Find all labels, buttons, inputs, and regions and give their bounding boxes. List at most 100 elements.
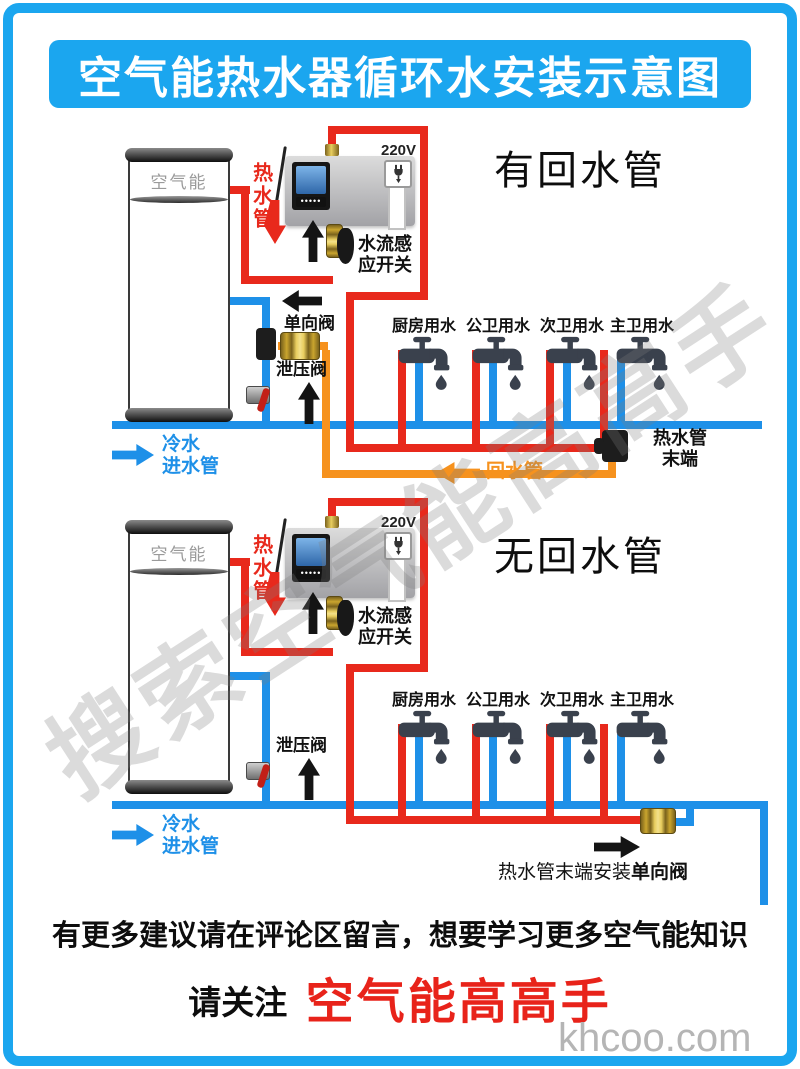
faucet-icon (543, 336, 601, 392)
flow-switch-label: 水流感 应开关 (358, 606, 412, 648)
faucet-icon (395, 336, 453, 392)
hot-pipe-label: 热水管 (249, 534, 272, 603)
antenna-icon (274, 518, 287, 580)
pipe-hot (222, 186, 250, 194)
return-flow-arrow-icon (436, 462, 480, 484)
poster-title: 空气能热水器循环水安装示意图 (78, 54, 722, 103)
pipe-cold-riser (563, 360, 571, 424)
pipe-cold (262, 672, 270, 809)
pipe-hot-riser (472, 350, 480, 450)
hot-end-fitting (602, 430, 628, 462)
controller-buttons: ••••• (296, 569, 326, 579)
pipe-hot-riser (546, 724, 554, 822)
pipe-hot (328, 126, 428, 134)
pipe-hot-manifold (346, 816, 642, 824)
pipe-cold-riser (617, 360, 625, 424)
controller-screen: ••••• (292, 162, 330, 210)
end-valve-note: 热水管末端安装单向阀 (498, 862, 689, 883)
pipe-cold-riser (415, 734, 423, 804)
relief-valve-label: 泄压阀 (276, 360, 327, 379)
pipe-fitting-icon (325, 144, 339, 156)
pipe-cold-riser (617, 734, 625, 804)
pipe-hot (420, 498, 428, 672)
left-arrow-icon (282, 290, 322, 312)
heat-pump-tank: 空气能 (125, 520, 233, 794)
faucet-icon (469, 336, 527, 392)
pipe-hot (241, 558, 249, 656)
pipe-hot (328, 132, 336, 150)
hot-end-fitting-nub (594, 438, 604, 454)
controller-screen: ••••• (292, 534, 330, 582)
faucet-icon (469, 710, 527, 766)
faucet-label: 公卫用水 (465, 318, 530, 335)
power-plug-box (384, 160, 412, 188)
power-plug-box (384, 532, 412, 560)
flow-switch-label: 水流感 应开关 (358, 234, 412, 276)
pipe-hot-riser (600, 724, 608, 822)
brand-name: 空气能高高手 (305, 976, 612, 1029)
pipe-cold-main (112, 801, 768, 809)
tank-label: 空气能 (150, 545, 208, 564)
power-label: 220V (381, 142, 417, 159)
power-label: 220V (381, 514, 417, 531)
pipe-hot (241, 648, 333, 656)
hot-pipe-label: 热水管 (249, 162, 272, 231)
relief-valve-label: 泄压阀 (276, 736, 327, 755)
pipe-cold-riser (563, 734, 571, 804)
faucet-label: 厨房用水 (391, 318, 456, 335)
controller-lcd (296, 538, 326, 566)
pipe-hot (346, 292, 354, 452)
pipe-tee-fitting (256, 328, 276, 360)
site-watermark: khcoo.com (558, 1016, 752, 1060)
antenna-icon (274, 146, 287, 208)
pipe-hot (420, 126, 428, 300)
right-arrow-icon (594, 836, 640, 858)
end-check-valve-icon (640, 808, 676, 834)
pipe-hot (328, 504, 336, 522)
tank-band (130, 568, 228, 575)
pipe-cold (262, 297, 270, 429)
controller-lcd (296, 166, 326, 194)
pipe-cold-riser (489, 360, 497, 424)
up-arrow-icon (298, 758, 320, 800)
tank-cap (125, 780, 233, 794)
pipe-hot (346, 664, 354, 824)
faucet-icon (543, 710, 601, 766)
check-valve-label: 单向阀 (284, 314, 335, 333)
faucet-label: 次卫用水 (539, 318, 604, 335)
tank-cap (125, 148, 233, 162)
pipe-hot-riser (472, 724, 480, 822)
controller-buttons: ••••• (296, 197, 326, 207)
cold-inlet-label: 冷水 进水管 (162, 434, 220, 478)
pipe-hot-riser (398, 350, 406, 450)
faucet-icon (613, 336, 671, 392)
faucet-icon (395, 710, 453, 766)
pipe-hot-riser (600, 350, 608, 450)
tank-cap (125, 408, 233, 422)
cold-inlet-label: 冷水 进水管 (162, 814, 220, 858)
flow-sensor-bulb (337, 228, 354, 264)
pipe-return (608, 458, 616, 476)
cold-flow-arrow-icon (112, 824, 154, 846)
tank-label: 空气能 (150, 173, 208, 192)
pipe-fitting-icon (325, 516, 339, 528)
pipe-cold-main (112, 421, 762, 429)
pipe-cold (760, 801, 768, 905)
heat-pump-tank: 空气能 (125, 148, 233, 422)
flow-sensor-bulb (337, 600, 354, 636)
relief-valve-icon (246, 382, 276, 413)
pipe-hot (346, 664, 428, 672)
hot-end-label: 热水管 末端 (653, 428, 707, 470)
pipe-hot-manifold (346, 444, 616, 452)
pipe-cold (672, 818, 694, 826)
pipe-hot (346, 292, 428, 300)
follow-prefix: 请关注 (188, 984, 288, 1021)
pipe-cold-riser (489, 734, 497, 804)
diagram1-heading: 有回水管 (494, 149, 666, 193)
cold-flow-arrow-icon (112, 444, 154, 466)
faucet-label: 公卫用水 (465, 692, 530, 709)
check-valve-icon (280, 332, 320, 360)
faucet-label: 主卫用水 (609, 692, 674, 709)
pipe-cold (222, 672, 270, 680)
